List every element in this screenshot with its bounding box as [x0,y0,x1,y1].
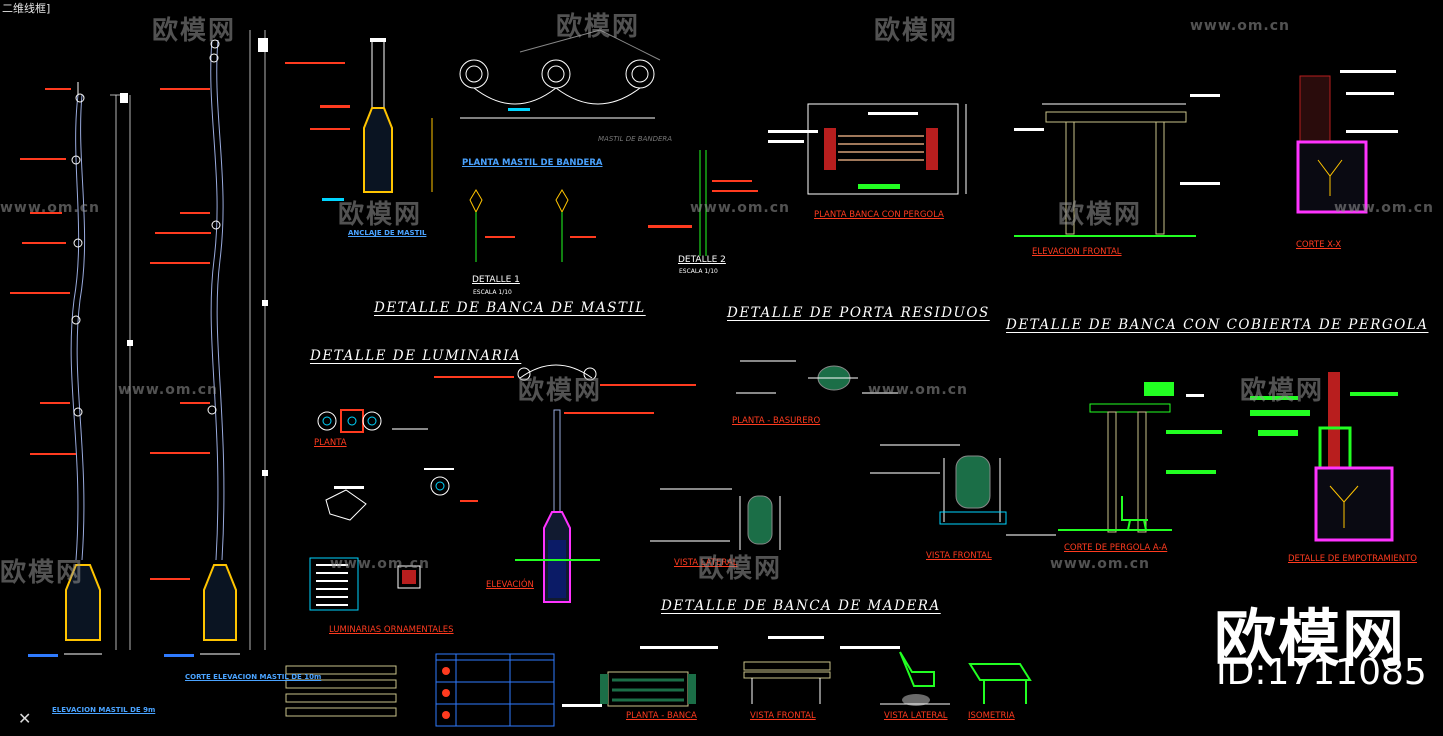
label-corte-pergola: CORTE DE PERGOLA A-A [1064,543,1168,553]
brand-logo: 欧模网 [1214,602,1407,675]
detalle-1 [469,189,596,262]
luminaria-detalle [325,468,478,521]
corte-xx [1296,70,1398,214]
banca-madera-planta [562,646,718,707]
basurero-lateral [650,488,781,550]
planta-banca-pergola [768,103,967,195]
title-banca-pergola: DETALLE DE BANCA CON COBIERTA DE PERGOLA [1006,317,1429,333]
luminaria-planta [317,409,428,433]
label-detalle-2: DETALLE 2 [678,255,726,265]
title-luminaria: DETALLE DE LUMINARIA [310,348,522,364]
basurero-frontal [870,444,1056,536]
label-corte-xx: CORTE X-X [1296,240,1342,250]
label-luminarias-ornamentales: LUMINARIAS ORNAMENTALES [329,625,454,635]
detalle-2 [648,150,758,256]
label-detalle-empotramiento: DETALLE DE EMPOTRAMIENTO [1288,554,1417,564]
planta-mastil [459,29,661,119]
basurero-planta [736,360,898,394]
banca-madera-lateral [880,651,950,706]
flagpole-elevation-right [164,30,268,657]
label-isometria: ISOMETRIA [968,711,1015,721]
label-planta-banca: PLANTA - BANCA [626,711,697,721]
close-icon[interactable]: ✕ [18,709,32,728]
tabla-luminarias [285,653,555,727]
banca-madera-frontal [743,636,900,704]
anclaje-mastil [310,38,433,201]
label-planta-banca-pergola: PLANTA BANCA CON PERGOLA [814,210,944,220]
luminarias-ornamentales [309,557,421,611]
label-corte-elevacion: CORTE ELEVACION MASTIL DE 10m [185,673,322,681]
elevacion-frontal-pergola [1014,94,1220,237]
model-id: ID:1711085 [1216,652,1427,693]
label-vista-frontal-basurero: VISTA FRONTAL [926,551,992,561]
detalle-empotramiento [1250,372,1398,542]
label-escala-2: ESCALA 1/10 [679,268,718,275]
title-banca-mastil: DETALLE DE BANCA DE MASTIL [374,300,646,316]
title-banca-madera: DETALLE DE BANCA DE MADERA [661,598,941,614]
label-planta-mastil: PLANTA MASTIL DE BANDERA [462,158,603,168]
banca-madera-isometria [968,663,1032,704]
luminaria-elevacion [434,364,696,603]
label-elevacion-mastil: ELEVACION MASTIL DE 9m [52,706,156,714]
label-planta: PLANTA [314,438,347,448]
label-elevacion-frontal: ELEVACION FRONTAL [1032,247,1122,257]
corte-pergola [1058,382,1222,533]
label-detalle-1: DETALLE 1 [472,275,520,285]
title-porta-residuos: DETALLE DE PORTA RESIDUOS [727,305,990,321]
label-vista-lateral: VISTA LATERAL [884,711,948,721]
label-escala-1: ESCALA 1/10 [473,289,512,296]
flagpole-elevation-left [28,82,133,657]
label-mastil-bandera: MASTIL DE BANDERA [598,135,673,143]
viewport-label[interactable]: 二维线框] [2,2,51,15]
left-annotations [10,62,345,580]
label-anclaje: ANCLAJE DE MASTIL [348,229,427,237]
label-planta-basurero: PLANTA - BASURERO [732,416,821,426]
label-elevacion: ELEVACIÓN [486,580,534,590]
label-vista-lateral-basurero: VISTA LATERAL [674,558,738,568]
label-vista-frontal: VISTA FRONTAL [750,711,816,721]
